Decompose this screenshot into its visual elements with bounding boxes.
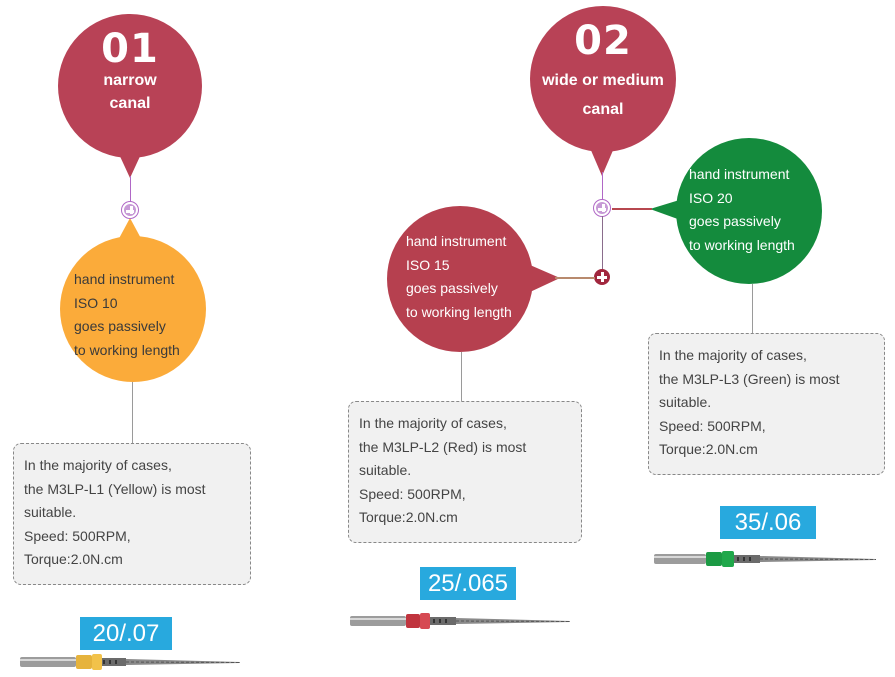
header-02-pointer [590,148,614,176]
endodontic-file-icon [654,551,877,567]
text-line: the M3LP-L2 (Red) is most [359,438,527,455]
text-line: hand instrument [74,271,175,287]
text-line: suitable. [359,462,412,478]
info-box-l2: In the majority of cases, the M3LP-L2 (R… [348,401,582,543]
text-line: goes passively [406,280,498,296]
green-bubble [676,138,822,284]
plus-circle-icon [594,200,610,216]
step-02-number: 02 [574,18,632,64]
text-line: hand instrument [689,166,790,182]
green-bubble-text: hand instrument ISO 20 goes passively to… [689,163,795,257]
text-line: to working length [689,236,795,253]
connector-line [602,172,603,202]
step-01-title-line1: narrow [103,72,157,89]
text-line: Speed: 500RPM, [359,485,466,502]
connector-line [752,284,753,334]
text-line: Speed: 500RPM, [24,527,131,544]
size-badge-l2: 25/.065 [420,567,516,600]
connector-line [612,208,652,210]
text-line: ISO 15 [406,256,450,273]
red-bubble [387,206,533,352]
red-bubble-pointer [530,265,560,292]
header-01-pointer [118,152,142,178]
step-01-title-line2: canal [109,95,151,112]
text-line: the M3LP-L3 (Green) is most [659,370,840,387]
text-line: In the majority of cases, [659,347,807,363]
connector-line [132,382,133,444]
endodontic-file-icon [350,613,571,629]
text-line: Torque:2.0N.cm [24,551,123,567]
info-box-l1: In the majority of cases, the M3LP-L1 (Y… [13,443,251,585]
size-badge-l1: 20/.07 [80,617,172,650]
text-line: Torque:2.0N.cm [359,509,458,525]
text-line: Speed: 500RPM, [659,417,766,434]
info-box-l3: In the majority of cases, the M3LP-L3 (G… [648,333,885,475]
step-01-bubble [58,14,202,158]
text-line: In the majority of cases, [359,415,507,431]
text-line: the M3LP-L1 (Yellow) is most [24,480,206,497]
size-badge-l3: 35/.06 [720,506,816,539]
text-line: suitable. [659,394,712,410]
step-02-bubble [530,6,676,152]
text-line: goes passively [74,318,166,334]
plus-circle-icon [594,269,610,285]
text-line: goes passively [689,213,781,229]
yellow-bubble [60,236,206,382]
text-line: ISO 20 [689,189,733,206]
red-bubble-text: hand instrument ISO 15 goes passively to… [406,230,512,324]
text-line: to working length [74,341,180,358]
endodontic-file-icon [20,654,241,670]
step-02-title-line1: wide or medium [542,72,664,89]
connector-line [555,277,595,279]
connector-line [602,216,603,270]
connector-line [130,176,131,206]
step-02-title-line2: canal [582,101,624,118]
text-line: to working length [406,303,512,320]
step-01-number: 01 [101,26,159,72]
yellow-bubble-text: hand instrument ISO 10 goes passively to… [74,268,180,362]
text-line: hand instrument [406,233,507,249]
text-line: In the majority of cases, [24,457,172,473]
text-line: suitable. [24,504,77,520]
connector-line [461,352,462,402]
plus-circle-icon [122,202,138,218]
text-line: Torque:2.0N.cm [659,441,758,457]
text-line: ISO 10 [74,294,118,311]
